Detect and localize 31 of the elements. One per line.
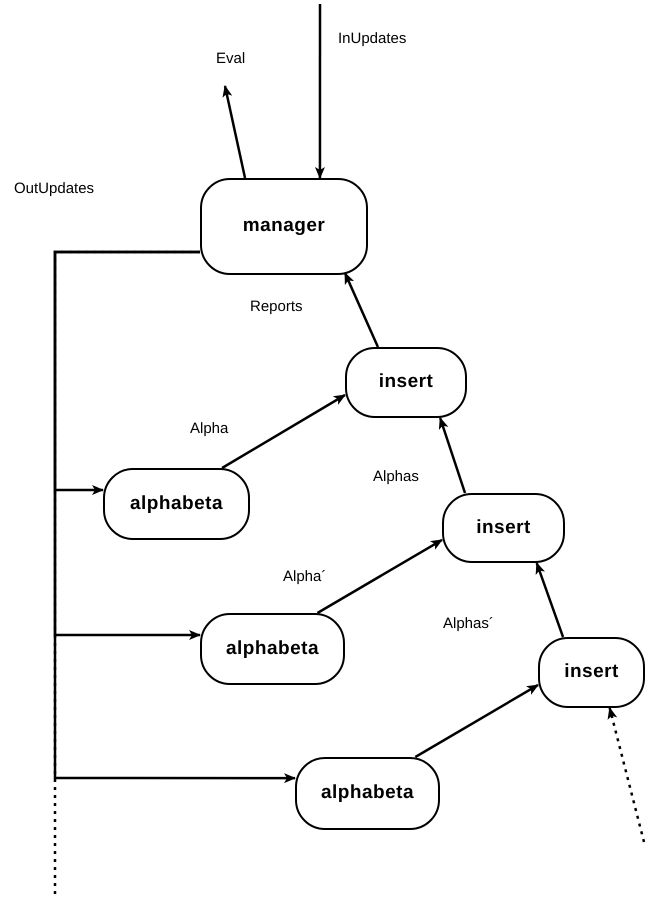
edge-label: Alphas [373,468,419,486]
process-box [345,347,467,418]
edge-label: Alpha´ [283,568,326,586]
edge-label: InUpdates [338,30,406,48]
arrow [414,684,539,758]
edge-label: OutUpdates [14,180,94,198]
process-box [538,637,645,708]
arrow [54,250,296,784]
arrow [438,417,466,494]
edge-label: Alphas´ [443,615,494,633]
process-box [200,178,368,275]
node-label: insert [564,660,619,684]
node-label: insert [476,516,531,540]
arrow [222,85,246,178]
node-label: manager [242,214,326,238]
node-label: alphabeta [226,636,319,661]
edge-label: Reports [250,298,303,316]
arrow [316,538,443,614]
process-box [295,757,440,830]
node-label: alphabeta [321,781,414,806]
dotted-connector [608,707,646,842]
node-label: insert [378,370,434,394]
edge-label: Alpha [190,420,228,438]
arrow [344,272,380,348]
node-label: alphabeta [130,492,223,516]
arrow [536,562,564,638]
process-box [103,468,250,540]
process-box [442,493,565,563]
process-box [200,613,345,685]
arrow [221,394,346,470]
arrow [314,4,325,179]
